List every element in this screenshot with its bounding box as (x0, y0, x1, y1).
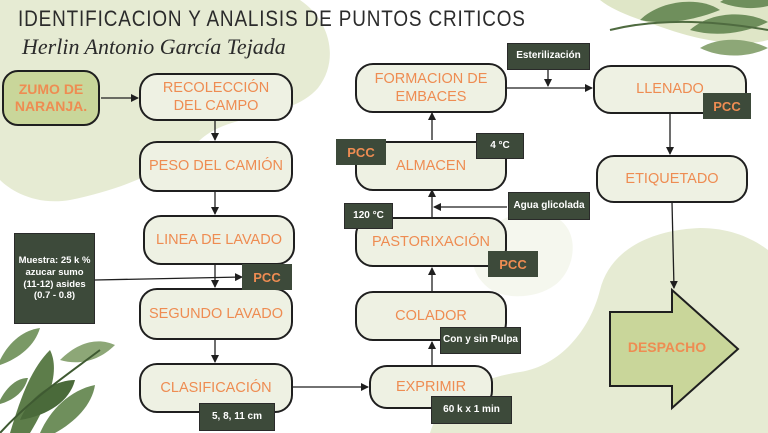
despacho-arrow (609, 287, 740, 411)
arrow (669, 201, 678, 289)
node-etiquetado: ETIQUETADO (596, 155, 748, 203)
node-despacho: DESPACHO (627, 339, 707, 355)
note-temp-pasteur: 120 °C (344, 203, 393, 229)
pcc-badge-llenado: PCC (703, 93, 751, 119)
note-agua-glicolada: Agua glicolada (508, 192, 590, 220)
pcc-badge-pastorizacion: PCC (488, 251, 538, 277)
note-muestra: Muestra: 25 k % azucar sumo (11-12) asid… (14, 233, 95, 324)
node-envases: FORMACION DE EMBACES (355, 63, 507, 113)
note-calibres: 5, 8, 11 cm (199, 403, 275, 431)
note-capacidad: 60 k x 1 min (431, 396, 512, 424)
page-title: IDENTIFICACION Y ANALISIS DE PUNTOS CRIT… (18, 6, 526, 31)
origin-node: ZUMO DE NARANJA. (2, 70, 100, 126)
pcc-badge-lavado: PCC (242, 264, 292, 290)
pcc-badge-almacen: PCC (336, 139, 386, 165)
note-temp-almacen: 4 °C (476, 133, 524, 159)
note-esterilizacion: Esterilización (507, 43, 590, 70)
arrow (94, 273, 243, 282)
node-recoleccion: RECOLECCIÓN DEL CAMPO (139, 73, 293, 121)
node-lavado: LINEA DE LAVADO (143, 215, 295, 265)
note-pulpa: Con y sin Pulpa (440, 327, 521, 354)
node-segundo-lavado: SEGUNDO LAVADO (139, 288, 293, 340)
node-peso: PESO DEL CAMIÓN (139, 141, 293, 192)
author-name: Herlin Antonio García Tejada (22, 34, 286, 59)
